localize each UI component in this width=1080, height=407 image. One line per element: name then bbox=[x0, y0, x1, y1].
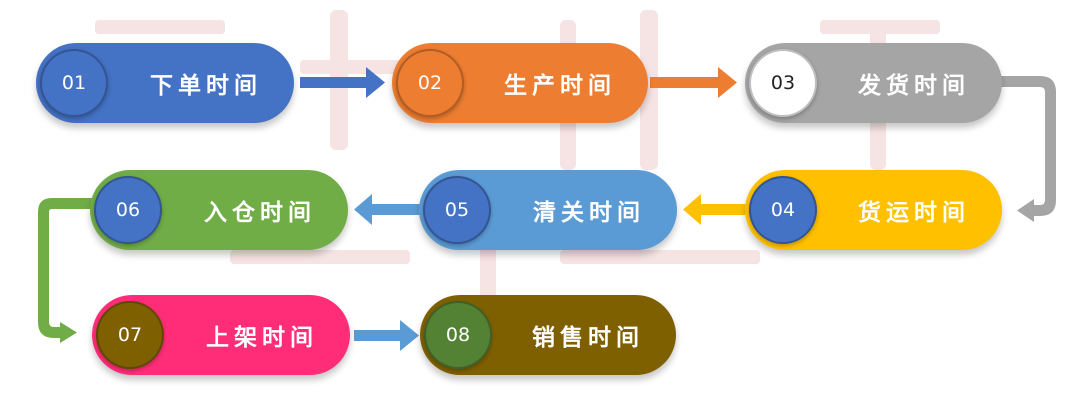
step-number-badge: 03 bbox=[749, 49, 817, 117]
step-number-badge: 01 bbox=[40, 49, 108, 117]
step-05: 05 清关时间 bbox=[419, 170, 677, 250]
step-number: 02 bbox=[417, 72, 443, 94]
step-label: 生产时间 bbox=[504, 73, 616, 99]
step-06: 06 入仓时间 bbox=[90, 170, 348, 250]
step-number-badge: 04 bbox=[749, 176, 817, 244]
step-label: 货运时间 bbox=[858, 200, 970, 226]
step-number: 06 bbox=[115, 199, 141, 221]
step-number-badge: 05 bbox=[423, 176, 491, 244]
step-number: 05 bbox=[444, 199, 470, 221]
arrow-01-02 bbox=[300, 67, 385, 98]
step-label: 入仓时间 bbox=[204, 200, 316, 226]
step-label: 清关时间 bbox=[533, 200, 645, 226]
step-04: 04 货运时间 bbox=[745, 170, 1002, 250]
arrow-03-04 bbox=[1000, 76, 1056, 222]
step-number: 04 bbox=[770, 199, 796, 221]
arrow-04-05 bbox=[683, 194, 751, 225]
step-number-badge: 08 bbox=[424, 301, 492, 369]
step-number-badge: 02 bbox=[396, 49, 464, 117]
step-number: 01 bbox=[61, 72, 87, 94]
step-number: 03 bbox=[770, 72, 796, 94]
step-label: 销售时间 bbox=[532, 325, 644, 351]
step-label: 下单时间 bbox=[150, 73, 262, 99]
step-01: 01 下单时间 bbox=[36, 43, 294, 123]
step-07: 07 上架时间 bbox=[92, 295, 350, 375]
arrow-05-06 bbox=[354, 194, 422, 225]
step-03: 03 发货时间 bbox=[745, 43, 1002, 123]
arrow-07-08 bbox=[354, 320, 419, 351]
arrow-02-03 bbox=[650, 67, 737, 98]
step-08: 08 销售时间 bbox=[420, 295, 676, 375]
step-number: 07 bbox=[117, 324, 143, 346]
step-number-badge: 06 bbox=[94, 176, 162, 244]
step-label: 发货时间 bbox=[858, 73, 970, 99]
step-number-badge: 07 bbox=[96, 301, 164, 369]
step-label: 上架时间 bbox=[206, 325, 318, 351]
step-number: 08 bbox=[445, 324, 471, 346]
arrow-06-07 bbox=[38, 198, 92, 343]
step-02: 02 生产时间 bbox=[392, 43, 648, 123]
